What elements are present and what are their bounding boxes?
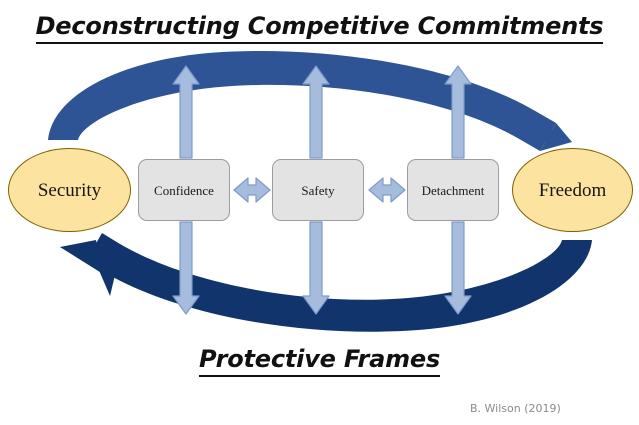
arrow-down-confidence xyxy=(172,221,200,315)
arrow-up-safety xyxy=(302,65,330,159)
arrow-up-detachment xyxy=(444,65,472,159)
credit-text: B. Wilson (2019) xyxy=(470,402,561,415)
node-detachment[interactable]: Detachment xyxy=(407,159,499,221)
vertical-arrows-down xyxy=(172,221,472,315)
curved-arrow-bottom xyxy=(60,233,592,332)
node-freedom[interactable]: Freedom xyxy=(512,148,633,232)
title-bottom: Protective Frames xyxy=(0,345,639,377)
arrow-up-confidence xyxy=(172,65,200,159)
title-top-text: Deconstructing Competitive Commitments xyxy=(35,12,604,44)
title-top: Deconstructing Competitive Commitments xyxy=(0,12,639,44)
node-freedom-label: Freedom xyxy=(538,179,607,201)
arrow-down-safety xyxy=(302,221,330,315)
node-confidence-label: Confidence xyxy=(154,182,214,198)
node-security[interactable]: Security xyxy=(8,148,131,232)
double-arrow-safety-detachment xyxy=(368,177,406,203)
vertical-arrows-up xyxy=(172,65,472,159)
curved-arrow-top xyxy=(48,50,572,151)
arrow-down-detachment xyxy=(444,221,472,315)
title-bottom-text: Protective Frames xyxy=(198,345,440,377)
node-detachment-label: Detachment xyxy=(421,182,485,198)
node-security-label: Security xyxy=(37,179,102,201)
node-confidence[interactable]: Confidence xyxy=(138,159,230,221)
double-arrow-confidence-safety xyxy=(233,177,271,203)
horizontal-double-arrows xyxy=(233,177,406,203)
node-safety-label: Safety xyxy=(301,182,335,198)
node-safety[interactable]: Safety xyxy=(272,159,364,221)
